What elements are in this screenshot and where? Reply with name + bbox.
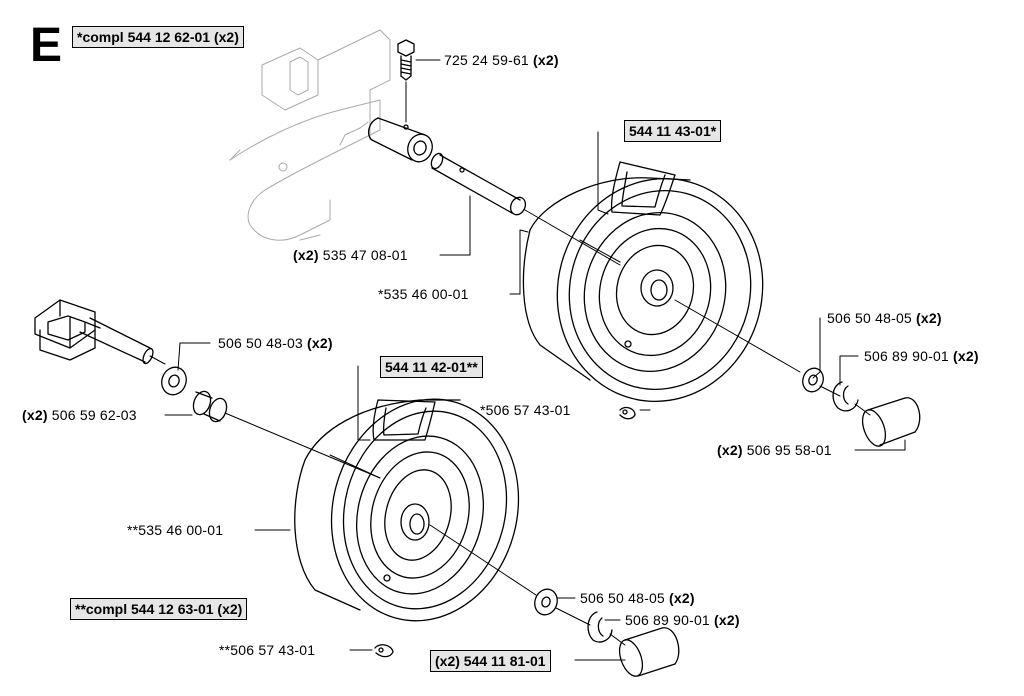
bottom-valve-part xyxy=(374,644,394,658)
axle-label: (x2) 535 47 08-01 xyxy=(293,247,408,263)
top-cap-part xyxy=(861,397,921,447)
top-valve-part xyxy=(619,406,636,420)
bolt-label: 725 24 59-61 (x2) xyxy=(444,52,559,68)
valve-bottom-label: **506 57 43-01 xyxy=(219,642,316,658)
clip-bottom-label: 506 89 90-01 (x2) xyxy=(625,612,740,628)
bottom-washer-part xyxy=(534,588,558,616)
left-washer-part xyxy=(161,366,187,396)
washer-top-label: 506 50 48-05 (x2) xyxy=(827,310,942,326)
clip-top-label: 506 89 90-01 (x2) xyxy=(864,348,979,364)
valve-top-label: *506 57 43-01 xyxy=(480,402,571,418)
compl-bottom-label: **compl 544 12 63-01 (x2) xyxy=(70,598,248,620)
axle-pin-part xyxy=(430,152,621,266)
wheel-top-label: 544 11 43-01* xyxy=(624,120,722,142)
top-washer-part xyxy=(802,367,824,393)
bushing-left-label: (x2) 506 59 62-03 xyxy=(22,407,137,423)
axle-sleeve-part xyxy=(367,117,433,163)
bottom-cap-part xyxy=(618,627,680,677)
wheel-bottom-label: 544 11 42-01** xyxy=(380,356,483,378)
cap-top-label: (x2) 506 95 58-01 xyxy=(717,442,832,458)
washer-bottom-label: 506 50 48-05 (x2) xyxy=(580,590,695,606)
top-clip-part xyxy=(832,381,859,412)
bottom-wheel-part xyxy=(294,398,520,622)
bolt-part xyxy=(397,39,415,123)
mower-frame-illustration xyxy=(229,29,391,241)
leader-lines xyxy=(164,59,906,661)
tire-top-label: *535 46 00-01 xyxy=(378,286,469,302)
washer-left-label: 506 50 48-03 (x2) xyxy=(218,335,333,351)
cap-bottom-label: (x2) 544 11 81-01 xyxy=(430,650,551,672)
spindle-housing-part xyxy=(34,299,166,365)
left-bushing-part xyxy=(192,390,228,423)
section-letter: E xyxy=(30,19,63,72)
compl-top-label: *compl 544 12 62-01 (x2) xyxy=(72,26,244,48)
tire-bottom-label: **535 46 00-01 xyxy=(127,522,224,538)
top-wheel-part xyxy=(522,161,764,403)
bottom-clip-part xyxy=(587,611,613,643)
